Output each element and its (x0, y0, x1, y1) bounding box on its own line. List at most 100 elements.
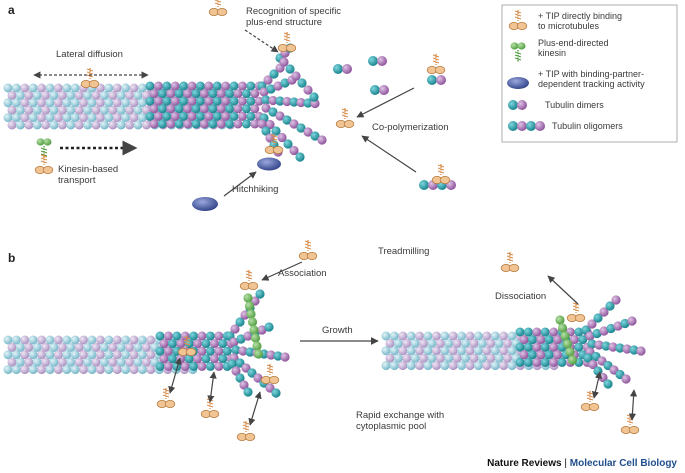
tip-protein-icon (260, 363, 280, 385)
tubulin-subunit (79, 335, 89, 345)
tubulin-subunit (62, 113, 72, 123)
tubulin-subunit (163, 361, 173, 371)
tubulin-subunit (116, 105, 126, 115)
tubulin-subunit (145, 96, 155, 106)
tubulin-subunit (636, 346, 646, 356)
tubulin-subunit (235, 373, 245, 383)
tubulin-subunit (333, 64, 343, 74)
tubulin-subunit (145, 111, 155, 121)
tubulin-subunit (99, 120, 109, 130)
tubulin-subunit (342, 64, 352, 74)
tubulin-subunit (66, 120, 76, 130)
tubulin-subunit (15, 357, 25, 367)
tubulin-subunit (532, 357, 542, 367)
tubulin-subunit (183, 89, 193, 99)
tubulin-subunit (37, 113, 47, 123)
hitchhiking-label: Hitchhiking (232, 184, 278, 195)
tubulin-subunit (268, 107, 278, 117)
tubulin-subunit (11, 98, 21, 108)
tubulin-subunit (282, 115, 292, 125)
tubulin-subunit (523, 357, 533, 367)
adaptor-tip-icon (192, 197, 218, 211)
tubulin-subunit (45, 335, 55, 345)
tubulin-subunit (379, 85, 389, 95)
tubulin-subunit (172, 331, 182, 341)
tubulin-subunit (296, 97, 306, 108)
tubulin-subunit (45, 365, 55, 375)
tubulin-subunit (271, 126, 281, 136)
tubulin-subunit (149, 89, 159, 99)
tubulin-subunit (3, 335, 13, 345)
tubulin-subunit (193, 339, 203, 349)
tubulin-subunit (613, 321, 623, 331)
tubulin-subunit (3, 350, 13, 360)
tubulin-subunit (49, 105, 59, 115)
tubulin-subunit (121, 83, 131, 93)
tubulin-subunit (303, 127, 313, 137)
tubulin-subunit (457, 361, 467, 371)
tubulin-subunit (402, 353, 412, 363)
tubulin-subunit (250, 333, 261, 343)
tubulin-subunit (285, 64, 295, 74)
tubulin-subunit (87, 98, 97, 108)
tubulin-subunit (20, 83, 30, 93)
tubulin-subunit (507, 361, 517, 371)
tubulin-subunit (166, 119, 176, 129)
tubulin-subunit (540, 327, 550, 337)
tubulin-subunit (201, 354, 211, 364)
tubulin-subunit (435, 338, 445, 348)
tubulin-subunit (553, 350, 563, 360)
tubulin-subunit (41, 90, 51, 100)
tubulin-subunit (252, 341, 262, 351)
tubulin-subunit (565, 347, 575, 357)
tubulin-subunit (199, 104, 209, 114)
tubulin-subunit (243, 331, 253, 341)
tubulin-subunit (187, 111, 197, 121)
tubulin-subunit (427, 75, 437, 85)
tubulin-subunit (95, 113, 105, 123)
tubulin-subunit (195, 111, 205, 121)
tubulin-subunit (37, 98, 47, 108)
copolymerization-arrow-upper (356, 87, 415, 118)
tubulin-subunit (116, 90, 126, 100)
tubulin-subunit (231, 366, 241, 376)
tubulin-subunit (24, 105, 34, 115)
tubulin-subunit (146, 350, 156, 360)
tubulin-subunit (53, 335, 63, 345)
tubulin-subunit (49, 357, 59, 367)
tubulin-subunit (499, 346, 509, 356)
tubulin-subunit (381, 346, 391, 356)
tubulin-subunit (389, 346, 399, 356)
tubulin-subunit (70, 350, 80, 360)
tubulin-subunit (540, 357, 550, 367)
exchange-arrow-2 (207, 371, 217, 403)
tubulin-subunit (457, 346, 467, 356)
tubulin-subunit (527, 350, 537, 360)
tubulin-subunit (32, 357, 42, 367)
tubulin-subunit (457, 331, 467, 341)
tubulin-subunit (3, 98, 13, 108)
tubulin-subunit (291, 71, 301, 81)
tubulin-subunit (205, 331, 215, 341)
tubulin-subunit (146, 365, 156, 375)
tubulin-subunit (153, 81, 163, 91)
tubulin-subunit (490, 331, 500, 341)
tubulin-subunit (191, 119, 201, 129)
tubulin-subunit (201, 339, 211, 349)
tubulin-subunit (7, 120, 17, 130)
tubulin-subunit (204, 96, 214, 106)
tubulin-subunit (32, 120, 42, 130)
tubulin-subunit (389, 361, 399, 371)
tubulin-subunit (257, 325, 267, 335)
tubulin-subunit (20, 335, 30, 345)
tubulin-subunit (621, 374, 631, 384)
tubulin-subunit (381, 331, 391, 341)
tubulin-subunit (259, 87, 269, 97)
tubulin-subunit (91, 357, 101, 367)
tubulin-subunit (245, 347, 255, 357)
tubulin-subunit (593, 313, 603, 323)
tubulin-subunit (79, 98, 89, 108)
tubulin-subunit (473, 331, 483, 341)
tubulin-subunit (199, 119, 209, 129)
